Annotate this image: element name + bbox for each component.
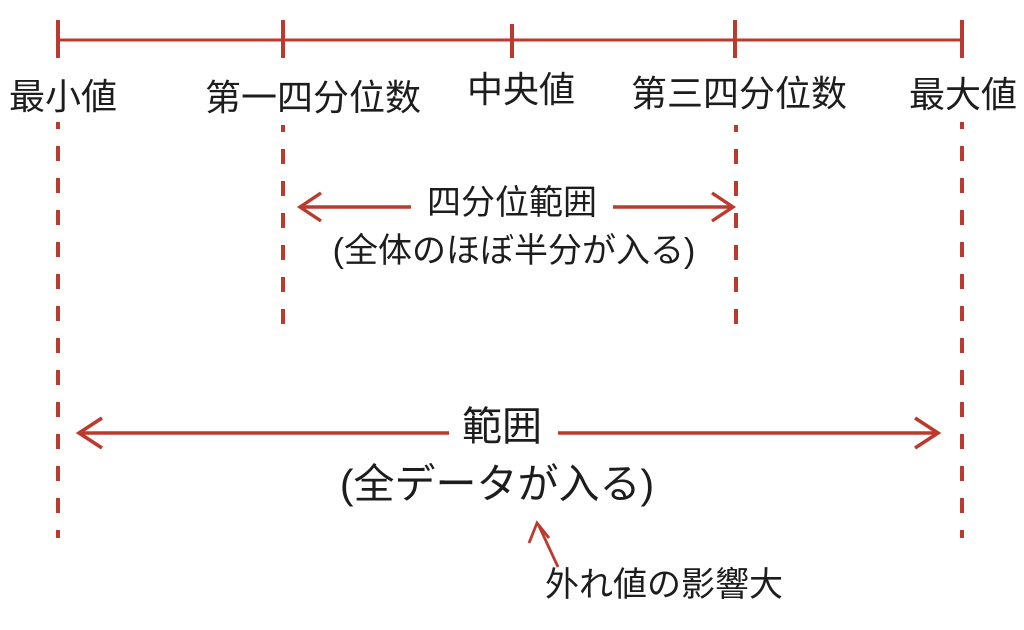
axis-label-q3: 第三四分位数 bbox=[630, 73, 848, 114]
outlier-arrow-head bbox=[527, 520, 551, 544]
outlier-arrow-shaft bbox=[537, 525, 560, 568]
iqr-arrow-right-head bbox=[711, 191, 737, 223]
iqr-arrow-left-head bbox=[296, 191, 322, 223]
number-line bbox=[56, 20, 964, 58]
iqr-label: 四分位範囲 bbox=[427, 184, 597, 222]
range-double-arrow bbox=[75, 416, 942, 450]
outlier-pointer-arrow bbox=[527, 520, 560, 568]
range-note: (全データが入る) bbox=[339, 461, 655, 507]
range-arrow-left-head bbox=[75, 416, 103, 450]
axis-label-max: 最大値 bbox=[908, 74, 1018, 115]
axis-label-median: 中央値 bbox=[466, 69, 576, 110]
outlier-note: 外れ値の影響大 bbox=[545, 566, 783, 604]
axis-label-min: 最小値 bbox=[8, 76, 118, 117]
iqr-note: (全体のほぼ半分が入る) bbox=[332, 232, 696, 270]
axis-label-q1: 第一四分位数 bbox=[204, 77, 422, 118]
iqr-double-arrow bbox=[296, 191, 737, 223]
range-arrow-right-head bbox=[914, 416, 942, 450]
range-label: 範囲 bbox=[462, 405, 542, 449]
dashed-guides bbox=[56, 122, 964, 538]
